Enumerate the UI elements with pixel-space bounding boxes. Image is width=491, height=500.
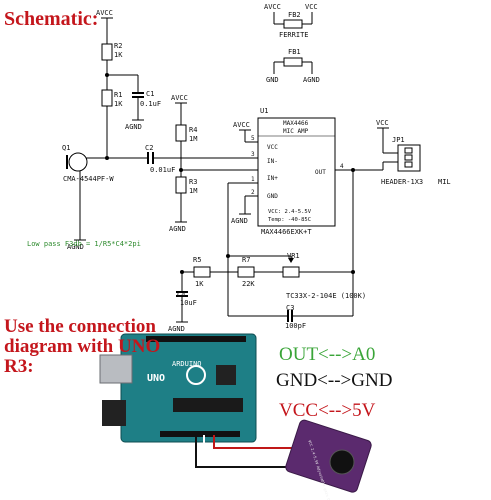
capacitor-c4 (176, 291, 188, 297)
label-u1-temp-spec: Temp: -40-85C (268, 217, 311, 223)
board-uno-label: UNO (147, 373, 165, 384)
label-r7-ref: R7 (242, 256, 250, 264)
label-u1-pinnum-vcc: 5 (251, 135, 255, 142)
ferrite-fb1 (283, 57, 303, 67)
resistor-r5 (193, 266, 211, 278)
connection-title: Use the connection diagram with UNO R3: (4, 316, 161, 377)
label-jp1-suffix: MIL (438, 178, 451, 186)
label-agnd-q1: AGND (67, 243, 84, 251)
label-r7-value: 22K (242, 280, 255, 288)
label-u1-pin-vcc: VCC (267, 144, 278, 151)
label-c2-value: 0.01uF (150, 166, 175, 174)
label-u1-pinnum-out: 4 (340, 163, 344, 170)
label-vcc-jp1: VCC (376, 119, 389, 127)
label-u1-ref: U1 (260, 107, 268, 115)
max4466-module: VCC 2.4-5.5V Adjustable gain OUT GND VCC (285, 419, 372, 500)
resistor-r4 (175, 124, 187, 142)
label-c4-ref: C4 (177, 291, 185, 299)
label-fb2-type: FERRITE (279, 31, 309, 39)
label-u1-pinnum-inplus: 1 (251, 176, 255, 183)
capacitor-c3 (287, 310, 293, 322)
label-agnd-u1: AGND (231, 217, 248, 225)
schematic-title: Schematic: (4, 8, 99, 30)
label-fb1-ref: FB1 (288, 48, 301, 56)
label-u1-pinnum-inminus: 3 (251, 151, 255, 158)
header-jp1 (397, 144, 421, 172)
label-u1-pin-inplus: IN+ (267, 175, 278, 182)
label-fb1-agnd: AGND (303, 76, 320, 84)
label-u1-pin-out: OUT (315, 169, 326, 176)
label-jp1-ref: JP1 (392, 136, 405, 144)
resistor-r1 (101, 89, 113, 107)
formula-text: Low pass F3db = 1/R5*C4*2pi (27, 240, 141, 248)
label-c4-value: 10uF (180, 299, 197, 307)
label-vr1-part: TC33X-2-104E (100K) (286, 292, 366, 300)
label-u1-vcc-spec: VCC: 2.4-5.5V (268, 209, 312, 215)
label-r4-value: 1M (189, 135, 197, 143)
capacitor-c2 (147, 152, 154, 164)
resistor-r2 (101, 43, 113, 61)
label-fb1-gnd: GND (266, 76, 279, 84)
capacitor-c1 (132, 92, 144, 98)
label-c1-ref: C1 (146, 90, 154, 98)
label-r5-ref: R5 (193, 256, 201, 264)
label-avcc-top: AVCC (96, 9, 113, 17)
label-u1-line1: MAX4466 (283, 120, 309, 127)
label-r4-ref: R4 (189, 126, 197, 134)
arduino-uno-board: UNO ARDUINO (99, 333, 257, 443)
resistor-r7 (237, 266, 255, 278)
label-avcc-mid: AVCC (171, 94, 188, 102)
label-r1-ref: R1 (114, 91, 122, 99)
label-r5-value: 1K (195, 280, 204, 288)
label-r2-value: 1K (114, 51, 123, 59)
label-r2-ref: R2 (114, 42, 122, 50)
label-c3-ref: C3 (286, 304, 294, 312)
label-q1-part: CMA-4544PF-W (63, 175, 114, 183)
connection-vcc-5v: VCC<-->5V (279, 400, 376, 421)
label-u1-pinnum-gnd: 2 (251, 189, 255, 196)
label-fb2-avcc: AVCC (264, 3, 281, 11)
label-u1-line2: MIC AMP (283, 128, 309, 135)
board-brand-label: ARDUINO (172, 360, 202, 368)
label-r3-ref: R3 (189, 178, 197, 186)
wiper-arrow-icon (288, 258, 294, 263)
label-u1-pin-inminus: IN- (267, 158, 278, 165)
connection-gnd-gnd: GND<-->GND (276, 370, 393, 391)
microphone-q1 (66, 152, 88, 172)
label-vr1-ref: VR1 (287, 252, 300, 260)
label-q1-ref: Q1 (62, 144, 70, 152)
potentiometer-vr1 (282, 266, 300, 278)
ferrite-fb2 (283, 19, 303, 29)
label-u1-pin-gnd: GND (267, 193, 278, 200)
label-fb2-ref: FB2 (288, 11, 301, 19)
label-u1-part: MAX4466EXK+T (261, 228, 312, 236)
label-fb2-vcc: VCC (305, 3, 318, 11)
label-r3-value: 1M (189, 187, 197, 195)
label-agnd-c4: AGND (168, 325, 185, 333)
label-r1-value: 1K (114, 100, 123, 108)
resistor-r3 (175, 176, 187, 194)
label-agnd-r3: AGND (169, 225, 186, 233)
label-avcc-u1: AVCC (233, 121, 250, 129)
label-c2-ref: C2 (145, 144, 153, 152)
label-c1-value: 0.1uF (140, 100, 161, 108)
connection-out-a0: OUT<-->A0 (279, 344, 376, 365)
label-c3-value: 100pF (285, 322, 306, 330)
label-agnd-c1: AGND (125, 123, 142, 131)
label-jp1-part: HEADER-1X3 (381, 178, 423, 186)
